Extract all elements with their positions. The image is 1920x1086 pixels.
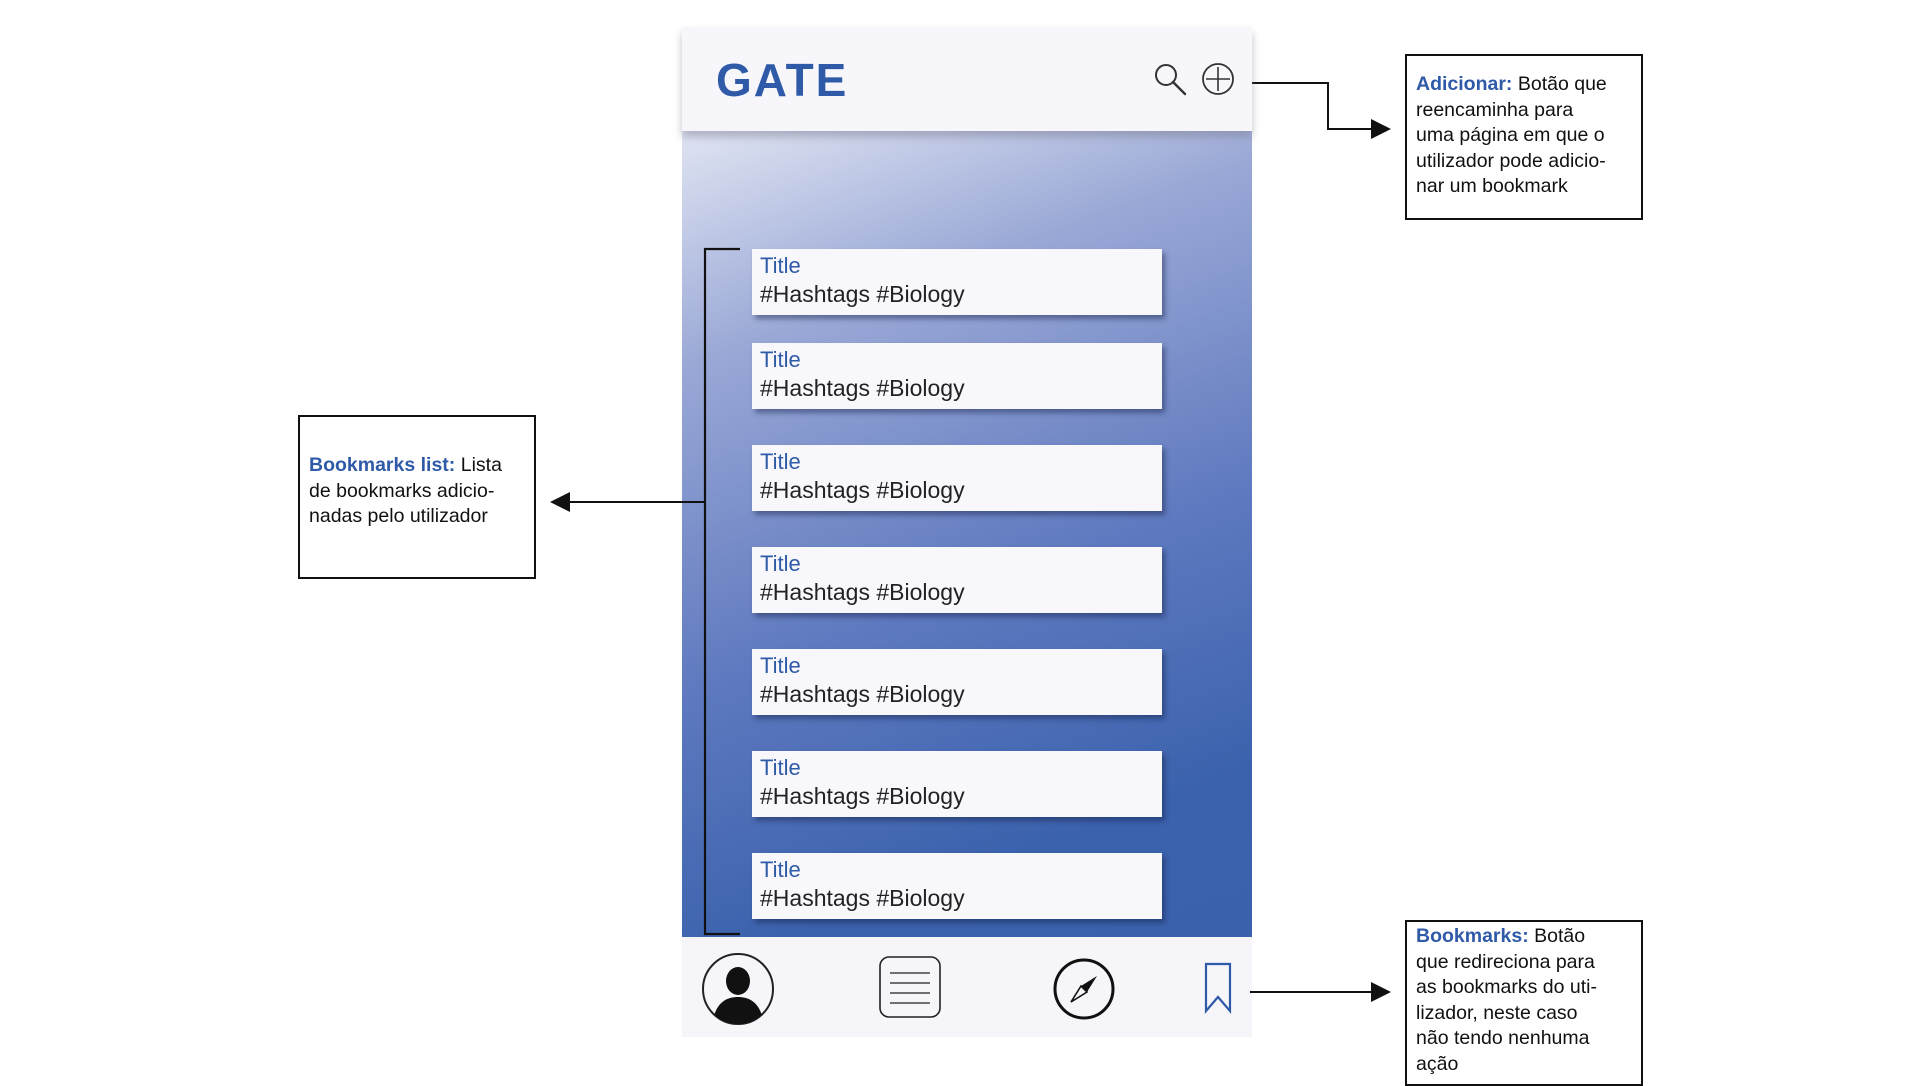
- bookmark-title: Title: [760, 755, 801, 780]
- bookmark-icon[interactable]: [1203, 962, 1233, 1014]
- annotation-line: não tendo nenhuma: [1416, 1027, 1590, 1049]
- bookmark-tags: #Hashtags #Biology: [760, 783, 965, 809]
- annotation-line: que redireciona para: [1416, 950, 1595, 973]
- bookmark-card[interactable]: Title #Hashtags #Biology: [752, 547, 1162, 613]
- annotation-line: Lista: [455, 454, 502, 476]
- bookmark-card[interactable]: Title #Hashtags #Biology: [752, 853, 1162, 919]
- bookmark-title: Title: [760, 449, 801, 474]
- bookmark-card[interactable]: Title #Hashtags #Biology: [752, 445, 1162, 511]
- bookmark-card[interactable]: Title #Hashtags #Biology: [752, 751, 1162, 817]
- annotation-line: Botão: [1528, 925, 1586, 947]
- annotation-line: nar um bookmark: [1416, 175, 1568, 197]
- annotation-line: Botão que: [1512, 73, 1607, 95]
- bookmark-tags: #Hashtags #Biology: [760, 375, 965, 401]
- annotation-label: Bookmarks:: [1416, 925, 1529, 947]
- annotation-line: ação: [1416, 1052, 1459, 1075]
- annotation-line: utilizador pode adicio-: [1416, 149, 1606, 172]
- annotation-add-button: Adicionar: Botão que reencaminha para um…: [1405, 54, 1643, 220]
- bookmark-title: Title: [760, 653, 801, 678]
- bookmark-title: Title: [760, 253, 801, 278]
- bookmark-card[interactable]: Title #Hashtags #Biology: [752, 249, 1162, 315]
- add-circle-icon[interactable]: [1200, 61, 1236, 97]
- annotation-label: Adicionar:: [1416, 73, 1513, 95]
- annotation-line: lizador, neste caso: [1416, 1001, 1578, 1024]
- compass-icon[interactable]: [1052, 957, 1116, 1021]
- phone-mockup: GATE Title #Hashtags #Biology Title #Has…: [682, 27, 1252, 1037]
- bookmark-tags: #Hashtags #Biology: [760, 477, 965, 503]
- bookmark-tags: #Hashtags #Biology: [760, 885, 965, 911]
- bookmark-tags: #Hashtags #Biology: [760, 579, 965, 605]
- bookmark-title: Title: [760, 551, 801, 576]
- annotation-bookmarks-list: Bookmarks list: Lista de bookmarks adici…: [298, 415, 536, 579]
- bookmark-title: Title: [760, 347, 801, 372]
- app-logo: GATE: [716, 54, 849, 106]
- annotation-line: de bookmarks adicio-: [309, 479, 495, 502]
- profile-icon[interactable]: [700, 951, 776, 1027]
- bookmark-card[interactable]: Title #Hashtags #Biology: [752, 649, 1162, 715]
- annotation-line: reencaminha para: [1416, 98, 1574, 121]
- annotation-bookmarks-button: Bookmarks: Botão que redireciona para as…: [1405, 920, 1643, 1086]
- bookmark-tags: #Hashtags #Biology: [760, 681, 965, 707]
- app-header: GATE: [682, 27, 1252, 131]
- annotation-label: Bookmarks list:: [309, 454, 456, 476]
- bookmark-tags: #Hashtags #Biology: [760, 281, 965, 307]
- annotation-line: uma página em que o: [1416, 124, 1605, 146]
- bottom-nav: [682, 937, 1252, 1037]
- annotation-line: nadas pelo utilizador: [309, 505, 488, 527]
- feed-icon[interactable]: [878, 955, 942, 1019]
- bookmark-title: Title: [760, 857, 801, 882]
- search-icon[interactable]: [1152, 61, 1188, 97]
- annotation-line: as bookmarks do uti-: [1416, 976, 1597, 998]
- bookmark-card[interactable]: Title #Hashtags #Biology: [752, 343, 1162, 409]
